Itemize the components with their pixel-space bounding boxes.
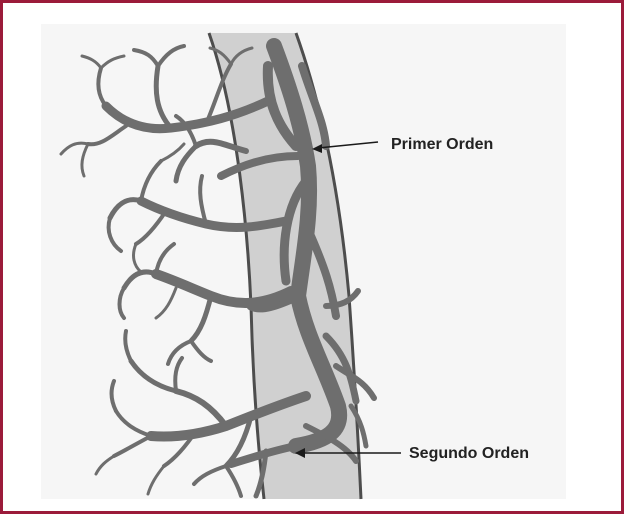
- label-segundo-orden: Segundo Orden: [409, 445, 529, 462]
- diagram-figure: Primer Orden Segundo Orden: [6, 6, 624, 514]
- vessel-diagram: Primer Orden Segundo Orden: [6, 6, 624, 514]
- label-primer-orden: Primer Orden: [391, 136, 493, 153]
